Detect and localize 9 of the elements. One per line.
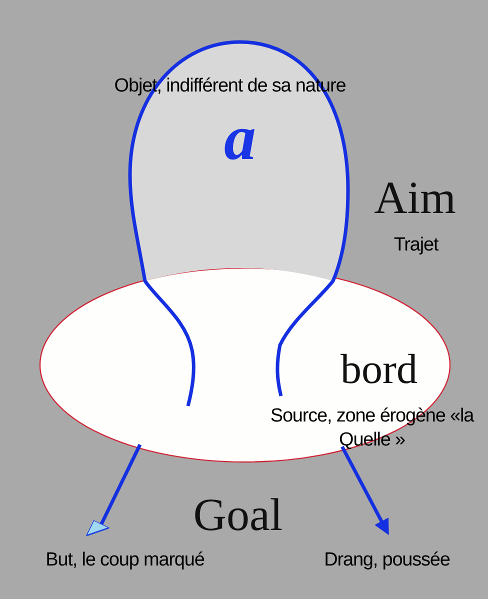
aim-heading: Aim bbox=[374, 175, 456, 221]
arrow bbox=[340, 446, 389, 536]
goal-note: But, le coup marqué bbox=[46, 550, 204, 570]
goal-heading: Goal bbox=[193, 492, 283, 538]
arrow bbox=[85, 444, 142, 536]
drive-note: Drang, poussée bbox=[324, 550, 450, 570]
rim-heading: bord bbox=[340, 349, 418, 391]
object-letter: a bbox=[224, 106, 256, 170]
aim-note: Trajet bbox=[394, 236, 438, 254]
